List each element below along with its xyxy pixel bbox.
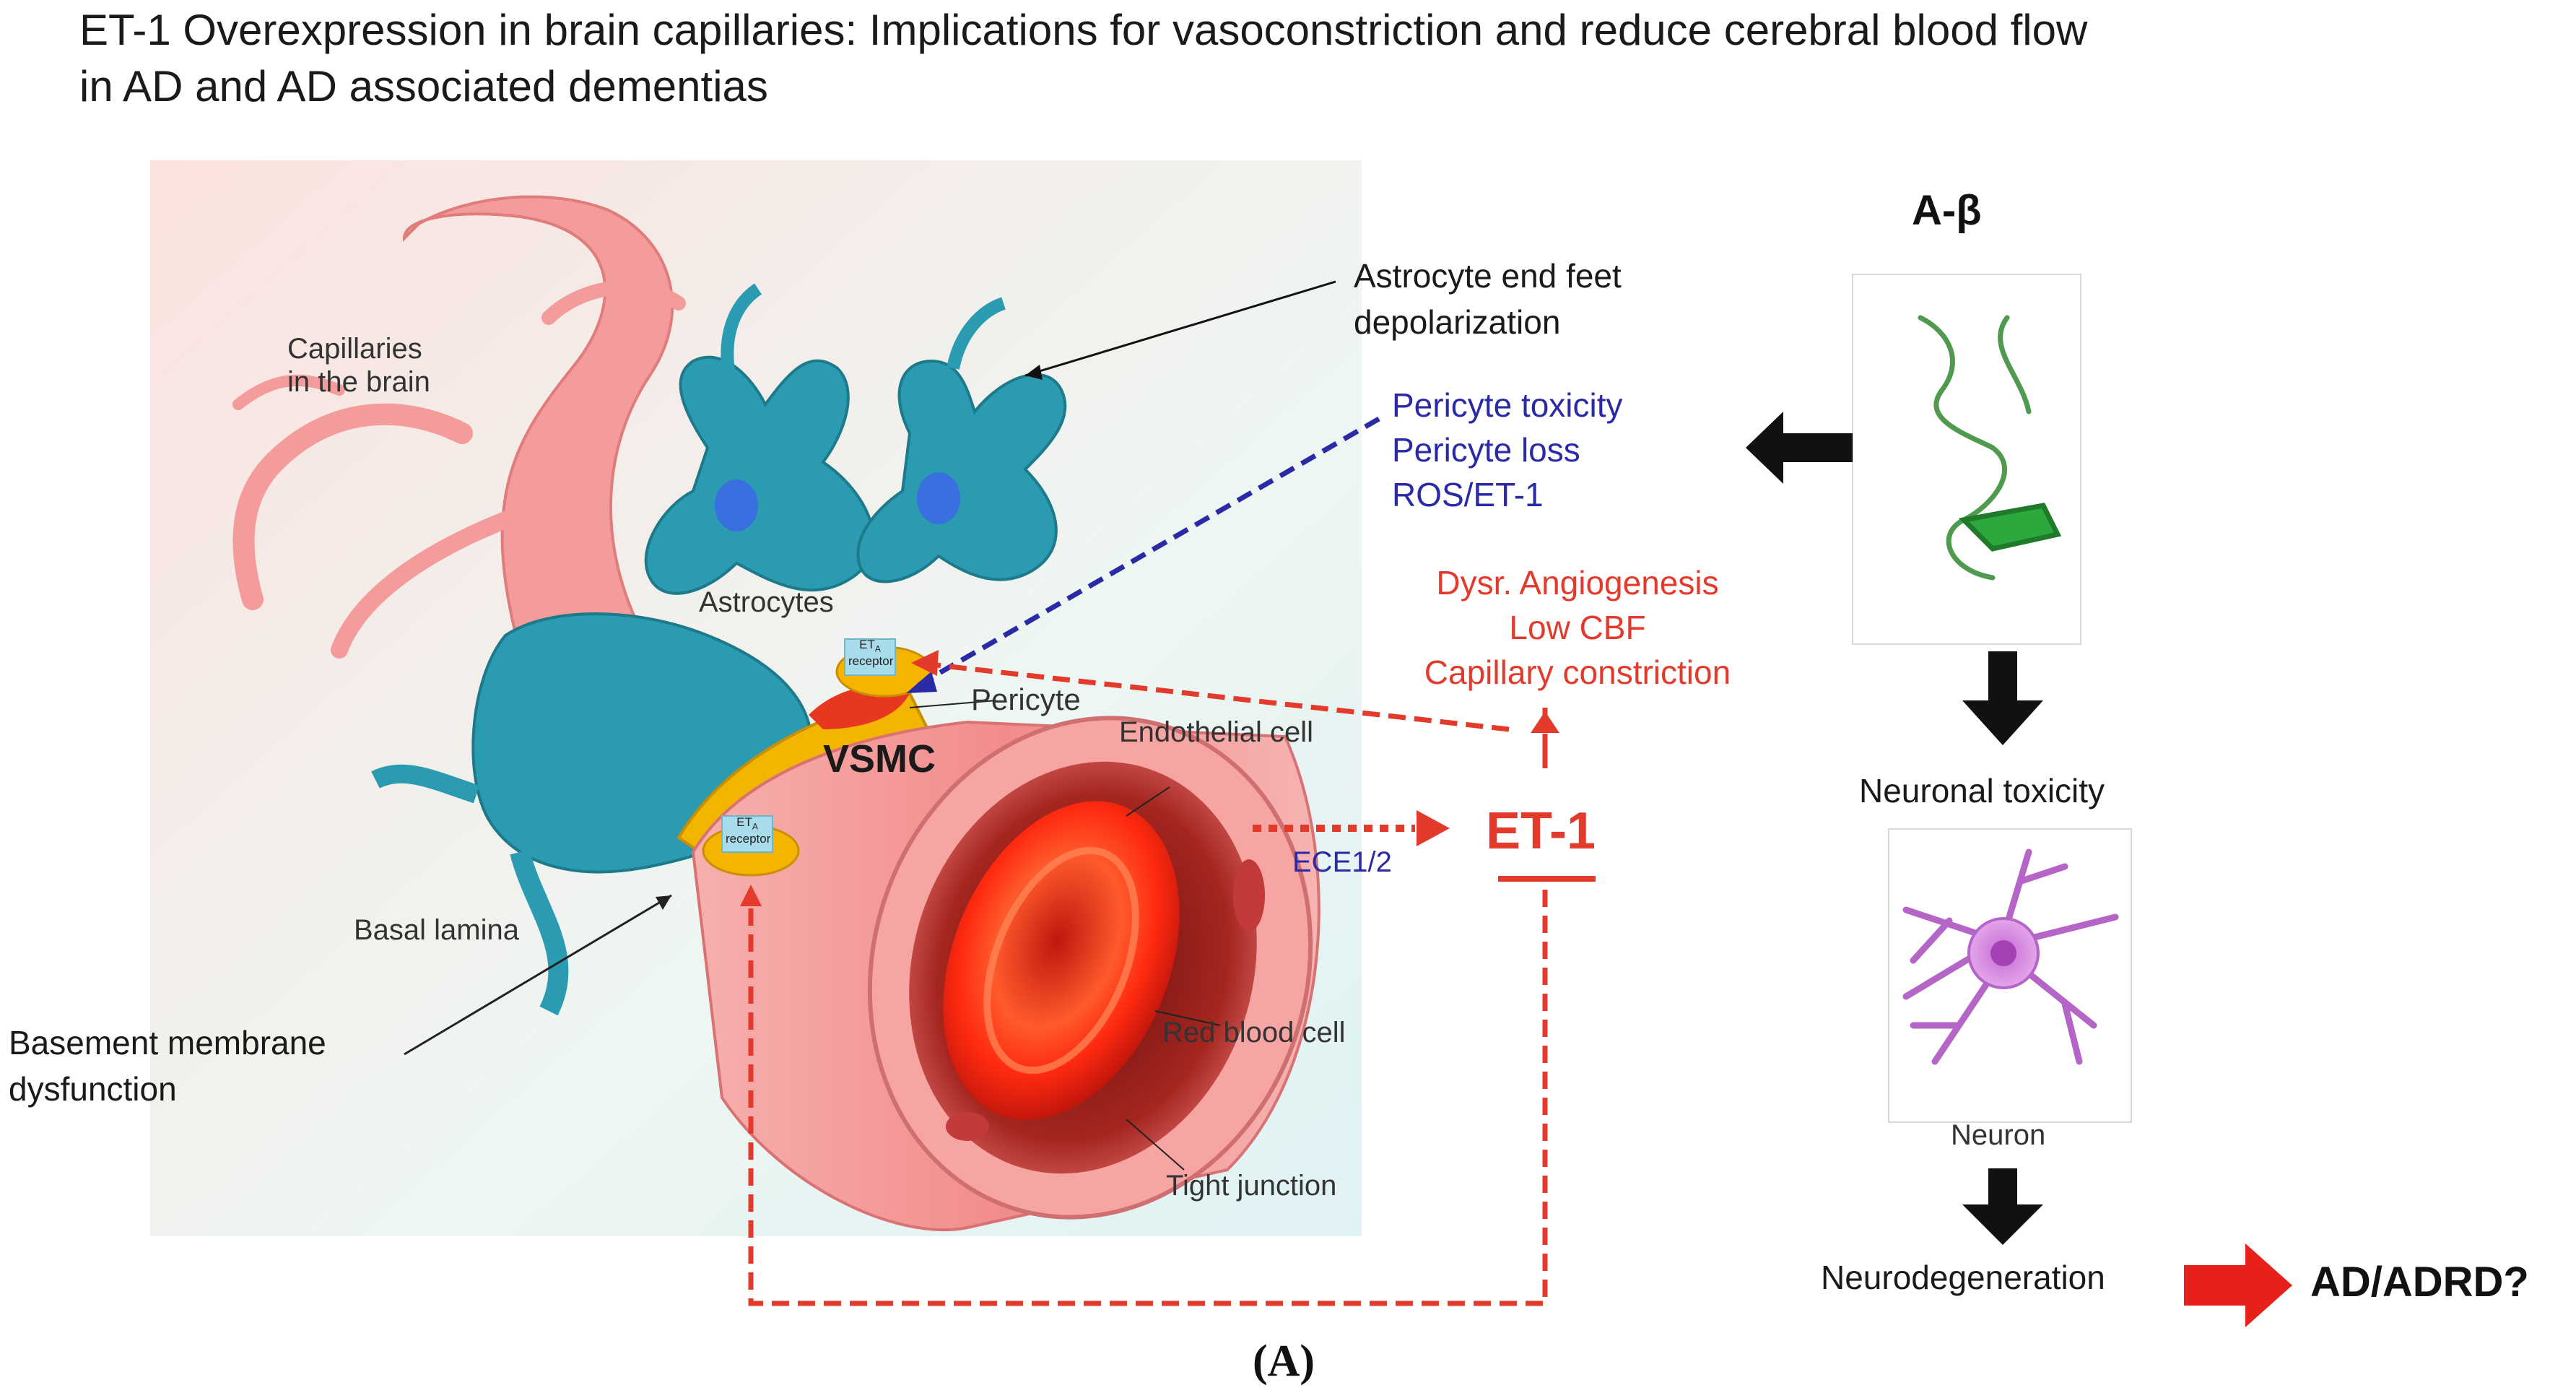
arrow-neuron-to-neurodegeneration <box>1962 1168 2043 1245</box>
annotation-astrocyte: Astrocyte end feet depolarization <box>1354 253 1622 345</box>
red-blood-cell <box>943 801 1180 1120</box>
annotation-astrocyte-line2: depolarization <box>1354 303 1561 341</box>
annotation-astrocyte-line1: Astrocyte end feet <box>1354 257 1622 295</box>
neuron-illustration <box>1902 848 2119 1065</box>
label-outcome: AD/ADRD? <box>2310 1259 2529 1306</box>
vascular-effect-angiogenesis: Dysr. Angiogenesis <box>1436 564 1719 602</box>
eta-top-sub: A <box>874 643 881 654</box>
et1-feedback-arrows <box>748 660 1548 1306</box>
vascular-effect-constriction: Capillary constriction <box>1424 654 1731 691</box>
label-capillaries: Capillaries in the brain <box>287 332 430 399</box>
vascular-effects-list: Dysr. Angiogenesis Low CBF Capillary con… <box>1393 560 1762 695</box>
annotation-basement-line2: dysfunction <box>9 1070 177 1108</box>
label-ece: ECE1/2 <box>1292 846 1392 878</box>
pericyte-effect-loss: Pericyte loss <box>1392 431 1580 469</box>
label-vsmc: VSMC <box>823 737 936 781</box>
figure-title-line1: ET-1 Overexpression in brain capillaries… <box>79 6 2088 54</box>
capillary-illustration <box>150 160 1362 1236</box>
figure-title-line2: in AD and AD associated dementias <box>79 62 768 110</box>
label-tight-junction: Tight junction <box>1166 1170 1337 1202</box>
label-pericyte: Pericyte <box>971 682 1081 716</box>
eta-top-main: ET <box>859 638 875 651</box>
arrow-abeta-to-toxicity <box>1962 651 2043 745</box>
annotation-basement-line1: Basement membrane <box>9 1024 326 1061</box>
label-capillaries-line2: in the brain <box>287 366 430 398</box>
arrow-abeta-to-pericyte <box>1746 412 1853 484</box>
label-red-blood-cell: Red blood cell <box>1162 1017 1346 1048</box>
pericyte-effect-toxicity: Pericyte toxicity <box>1392 386 1623 424</box>
pericyte-effect-ros: ROS/ET-1 <box>1392 476 1544 513</box>
arrow-to-outcome <box>2184 1243 2292 1327</box>
eta-bottom-main: ET <box>736 815 752 829</box>
panel-label: (A) <box>1253 1337 1315 1386</box>
label-basal-lamina: Basal lamina <box>354 914 520 946</box>
vascular-effect-low-cbf: Low CBF <box>1509 609 1646 646</box>
label-neuronal-toxicity: Neuronal toxicity <box>1859 772 2105 809</box>
pericyte-effects-list: Pericyte toxicity Pericyte loss ROS/ET-1 <box>1392 383 1623 517</box>
label-astrocytes: Astrocytes <box>699 586 834 618</box>
annotation-basement: Basement membrane dysfunction <box>9 1020 326 1112</box>
eta-top-word: receptor <box>848 654 894 669</box>
eta-bottom-sub: A <box>752 821 758 832</box>
label-endothelial-cell: Endothelial cell <box>1119 716 1314 748</box>
label-capillaries-line1: Capillaries <box>287 333 422 365</box>
label-et1: ET-1 <box>1486 802 1596 860</box>
label-eta-receptor-top: ETA receptor <box>848 638 894 669</box>
label-eta-receptor-bottom: ETA receptor <box>726 815 771 846</box>
label-abeta: A-β <box>1912 187 1982 234</box>
abeta-structure <box>1918 315 2062 581</box>
label-neurodegeneration: Neurodegeneration <box>1821 1259 2105 1296</box>
label-neuron: Neuron <box>1951 1119 2046 1151</box>
eta-bottom-word: receptor <box>726 832 771 846</box>
